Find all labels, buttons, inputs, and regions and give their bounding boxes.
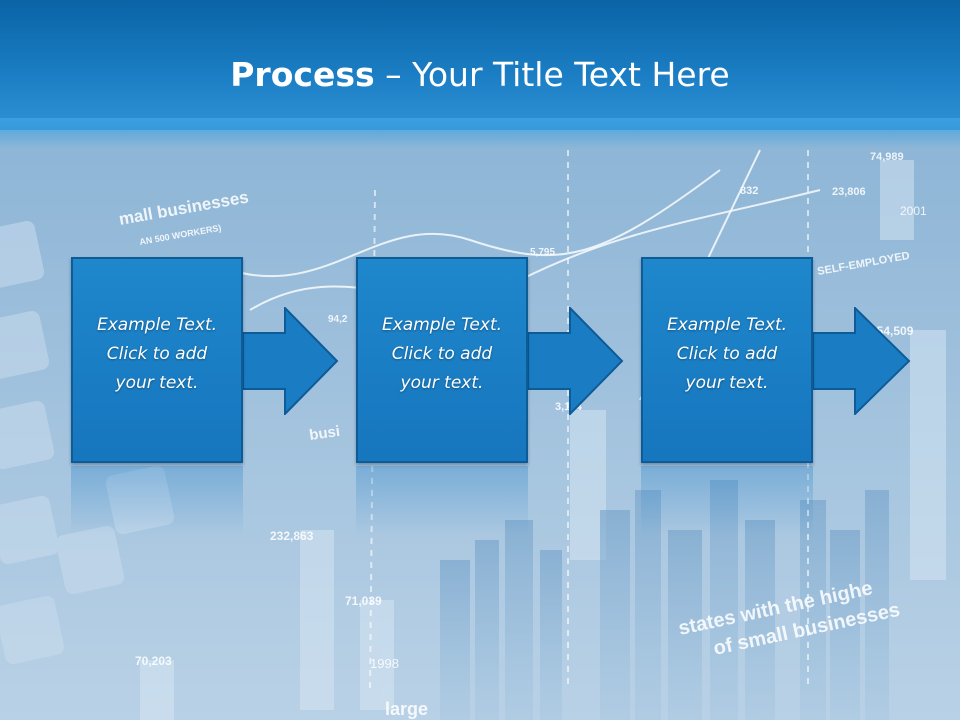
bg-text-232863: 232,863 bbox=[270, 529, 314, 543]
bar-chart-shapes bbox=[140, 160, 946, 720]
step-2-arrow bbox=[528, 307, 624, 415]
calculator-keys bbox=[0, 220, 175, 665]
city-skyline bbox=[440, 480, 889, 720]
title-bold: Process bbox=[230, 55, 375, 94]
step-2-text[interactable]: Example Text. Click to add your text. bbox=[381, 315, 503, 393]
step-3-box[interactable]: Example Text. Click to add your text. bbox=[641, 257, 813, 463]
bg-text-23806: 23,806 bbox=[832, 186, 866, 198]
title-bar-fade bbox=[0, 118, 960, 148]
bg-text-74989: 74,989 bbox=[870, 151, 904, 163]
step-1-text[interactable]: Example Text. Click to add your text. bbox=[96, 315, 218, 393]
step-3-arrow bbox=[813, 307, 911, 415]
bg-text-large: large bbox=[385, 699, 428, 719]
bg-text-5795: 5,795 bbox=[530, 247, 555, 258]
slide-title[interactable]: Process – Your Title Text Here bbox=[0, 50, 960, 100]
step-1-box[interactable]: Example Text. Click to add your text. bbox=[71, 257, 243, 463]
bg-text-2001: 2001 bbox=[900, 204, 927, 218]
bg-text-94: 94,2 bbox=[328, 314, 348, 325]
step-1-reflection bbox=[71, 466, 243, 536]
title-rest: – Your Title Text Here bbox=[374, 55, 730, 94]
step-3-reflection bbox=[641, 466, 813, 536]
title-bar bbox=[0, 0, 960, 130]
bg-text-832: 832 bbox=[740, 185, 758, 197]
bg-text-1998: 1998 bbox=[370, 656, 399, 671]
step-2-box[interactable]: Example Text. Click to add your text. bbox=[356, 257, 528, 463]
step-2-reflection bbox=[356, 466, 528, 536]
bg-text-71039: 71,039 bbox=[345, 594, 382, 608]
bg-text-70203: 70,203 bbox=[135, 654, 172, 668]
bg-text-busi: busi bbox=[308, 423, 341, 444]
step-1-arrow bbox=[243, 307, 339, 415]
step-3-text[interactable]: Example Text. Click to add your text. bbox=[666, 315, 788, 393]
